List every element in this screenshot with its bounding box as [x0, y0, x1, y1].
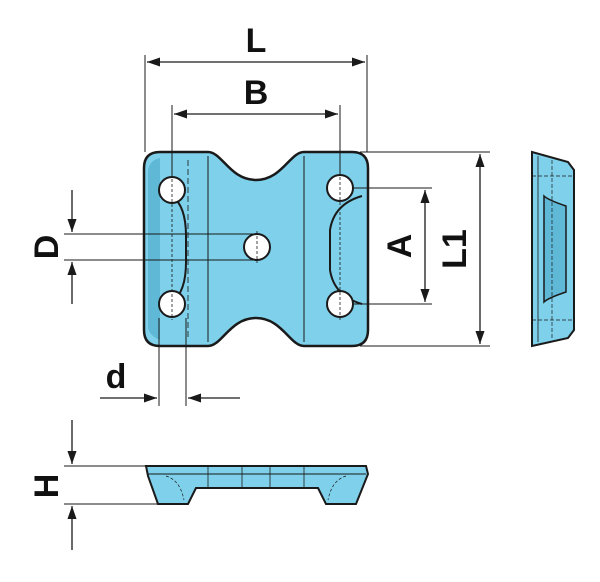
dimension-L1: L1	[436, 154, 485, 344]
plate-front-view	[144, 465, 370, 505]
label-D: D	[28, 235, 66, 260]
label-B: B	[244, 74, 269, 112]
dimension-L: L	[147, 22, 365, 67]
dimension-A: A	[381, 190, 430, 302]
extension-lines	[64, 55, 490, 406]
plate-top-view	[142, 150, 370, 348]
label-A: A	[381, 234, 419, 259]
dimension-B: B	[174, 74, 338, 119]
dimension-d: d	[100, 358, 240, 403]
plate-side-view-right	[531, 150, 575, 348]
label-L: L	[246, 22, 267, 60]
plate-left-edge-shade	[148, 158, 160, 340]
dimension-D: D	[28, 190, 77, 304]
dimension-H: H	[28, 420, 158, 550]
label-H: H	[28, 474, 66, 499]
label-d: d	[106, 358, 127, 396]
label-L1: L1	[436, 229, 474, 269]
